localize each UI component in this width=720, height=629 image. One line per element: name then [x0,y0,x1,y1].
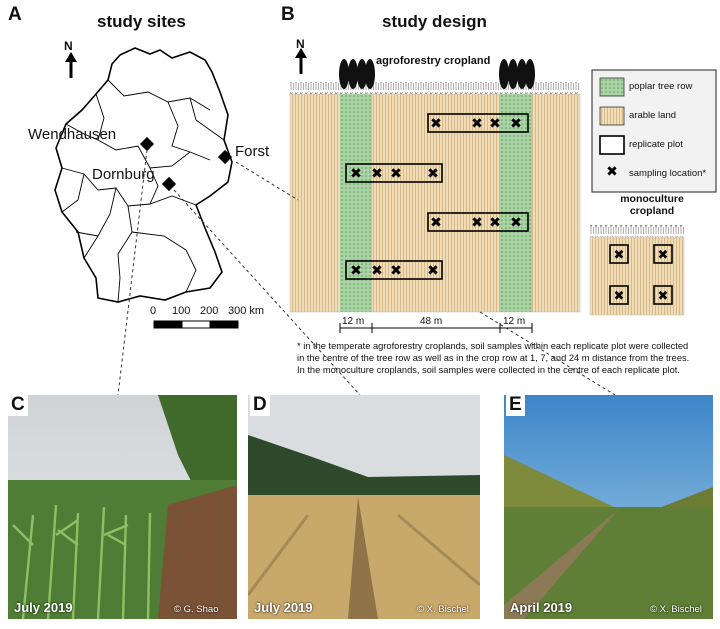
svg-text:✖: ✖ [658,248,669,263]
legend-label-arable: arable land [629,110,677,121]
site-label-wendhausen: Wendhausen [28,126,117,143]
mono-plot-1 [609,244,629,264]
svg-text:✖: ✖ [614,248,625,263]
panel-letter-a: A [8,4,22,25]
monoculture-label-line2: cropland [629,205,675,217]
svg-text:✖: ✖ [430,116,442,132]
agroforestry-label: agroforestry cropland [376,55,491,67]
svg-text:✖: ✖ [510,116,522,132]
legend-swatch-arable [599,106,625,126]
svg-text:✖: ✖ [489,215,501,231]
svg-text:✖: ✖ [430,215,442,231]
site-marker-forst [217,149,233,165]
poplar-tree-icons-left [339,59,375,89]
mono-plot-3 [609,285,629,305]
scale-bar [153,320,239,329]
photo-e-date: April 2019 [510,600,573,615]
dimension-label-crop-row: 48 m [420,316,443,327]
legend-label-replicate: replicate plot [629,139,683,150]
scale-tick-200: 200 [200,305,219,317]
panel-letter-d: D [250,394,270,416]
photo-e-credit: © X. Bischel [650,604,702,615]
dimension-lines [339,323,533,333]
north-label-a: N [64,39,73,53]
svg-text:✖: ✖ [658,289,669,304]
svg-text:✖: ✖ [350,166,362,182]
mono-plot-4 [653,285,673,305]
svg-text:✖: ✖ [489,116,501,132]
photo-e-young-crop [504,395,713,619]
mono-plot-2 [653,244,673,264]
dimension-label-tree-row-right: 12 m [503,316,526,327]
photo-c-date: July 2019 [14,600,73,615]
legend-swatch-replicate [599,135,625,155]
study-design-diagram: ✖ ✖ ✖ ✖ ✖ ✖ ✖ ✖ ✖ ✖ ✖ ✖ ✖ ✖ ✖ ✖ ✖ ✖ ✖ ✖ ✖ [289,48,717,333]
svg-text:✖: ✖ [471,116,483,132]
legend-label-poplar: poplar tree row [629,81,693,92]
germany-map [54,47,239,329]
svg-text:✖: ✖ [471,215,483,231]
site-marker-dornburg [161,176,177,192]
svg-text:✖: ✖ [614,289,625,304]
svg-text:✖: ✖ [427,166,439,182]
monoculture-label-line1: monoculture [620,193,684,205]
panel-letter-e: E [506,394,525,416]
germany-outline [54,47,233,303]
site-label-forst: Forst [235,143,270,160]
sampling-location-icons: ✖ ✖ ✖ ✖ ✖ ✖ ✖ ✖ ✖ ✖ ✖ ✖ ✖ ✖ ✖ ✖ [350,116,522,279]
svg-text:✖: ✖ [510,215,522,231]
study-design-title: study design [382,12,487,31]
poplar-tree-row-right [500,94,532,312]
replicate-plot-3 [427,212,529,232]
footnote: * in the temperate agroforestry cropland… [297,340,697,377]
legend-sampling-icon: ✖ [606,164,618,180]
photo-d-credit: © X. Bischel [417,604,469,615]
footnote-line-2: in the centre of the tree row as well as… [297,353,690,364]
legend-label-sampling: sampling location* [629,168,707,179]
scale-tick-0: 0 [150,305,157,317]
site-marker-wendhausen [139,136,155,152]
svg-text:✖: ✖ [371,263,383,279]
panel-letter-c: C [8,394,28,416]
footnote-line-1: * in the temperate agroforestry cropland… [297,341,689,351]
replicate-plot-2 [345,163,443,183]
monoculture-field [589,236,685,316]
panel-letter-b: B [281,4,295,25]
svg-text:✖: ✖ [390,263,402,279]
scale-tick-100: 100 [172,305,191,317]
photo-c-credit: © G. Shao [174,604,219,615]
photo-d-wheat [248,395,480,619]
study-sites-title: study sites [97,12,186,31]
poplar-tree-icons-right [499,59,535,89]
svg-text:✖: ✖ [427,263,439,279]
photo-c-maize [8,395,237,619]
replicate-plot-4 [345,260,443,280]
scale-tick-300: 300 km [228,305,265,317]
svg-text:✖: ✖ [390,166,402,182]
svg-text:✖: ✖ [371,166,383,182]
footnote-line-3: In the monoculture croplands, soil sampl… [297,365,680,376]
north-label-b: N [296,37,305,51]
svg-text:✖: ✖ [350,263,362,279]
photo-d-date: July 2019 [254,600,313,615]
legend-swatch-poplar [599,77,625,97]
north-arrow-icon [295,48,307,74]
dimension-label-tree-row-left: 12 m [342,316,365,327]
north-arrow-icon [65,52,77,78]
replicate-plot-1 [427,113,529,133]
site-label-dornburg: Dornburg [92,166,155,183]
monoculture-label: monoculture cropland [612,193,692,217]
